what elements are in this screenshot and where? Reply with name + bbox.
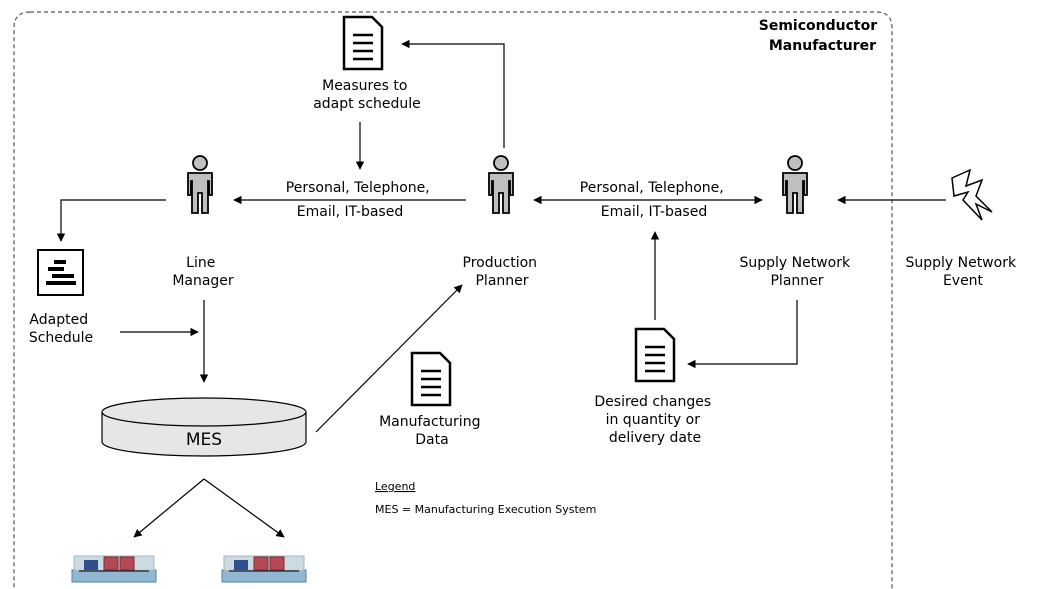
line-manager-label: Line Manager xyxy=(172,255,234,289)
supply-network-planner-icon xyxy=(782,155,808,214)
machine-icon xyxy=(221,555,307,583)
desired-changes-label: Desired changes in quantity or delivery … xyxy=(594,394,715,446)
manufacturing-data-document-icon xyxy=(410,351,452,407)
gantt-schedule-icon xyxy=(37,249,84,296)
mes-database xyxy=(101,397,307,457)
supply-network-event-label: Supply Network Event xyxy=(905,255,1020,289)
supply-network-planner-label: Supply Network Planner xyxy=(739,255,854,289)
arrow-line-manager-to-schedule xyxy=(56,199,166,242)
measures-label: Measures to adapt schedule xyxy=(313,78,421,112)
arrow-mes-to-machine-right xyxy=(203,478,285,538)
line-manager-icon xyxy=(187,155,213,214)
measures-document-icon xyxy=(342,15,384,71)
mes-label: MES xyxy=(186,430,222,450)
legend-heading: Legend xyxy=(375,480,415,493)
production-planner-icon xyxy=(488,155,514,214)
arrow-mes-to-planner xyxy=(315,284,463,433)
adapted-schedule-label: Adapted Schedule xyxy=(29,312,93,346)
machine-icon xyxy=(71,555,157,583)
legend-entry: MES = Manufacturing Execution System xyxy=(375,503,596,516)
arrow-planner-to-measures xyxy=(401,39,505,148)
boundary-title: Semiconductor Manufacturer xyxy=(759,18,882,54)
manufacturer-boundary xyxy=(13,11,893,589)
arrow-supply-planner-to-desired-changes xyxy=(687,300,798,369)
comm-label-left: Personal, Telephone, Email, IT-based xyxy=(286,180,434,220)
desired-changes-document-icon xyxy=(634,327,676,383)
lightning-icon xyxy=(951,168,993,221)
comm-label-right: Personal, Telephone, Email, IT-based xyxy=(580,180,728,220)
arrow-mes-to-machine-left xyxy=(133,478,205,538)
production-planner-label: Production Planner xyxy=(463,255,542,289)
manufacturing-data-label: Manufacturing Data xyxy=(379,414,485,448)
